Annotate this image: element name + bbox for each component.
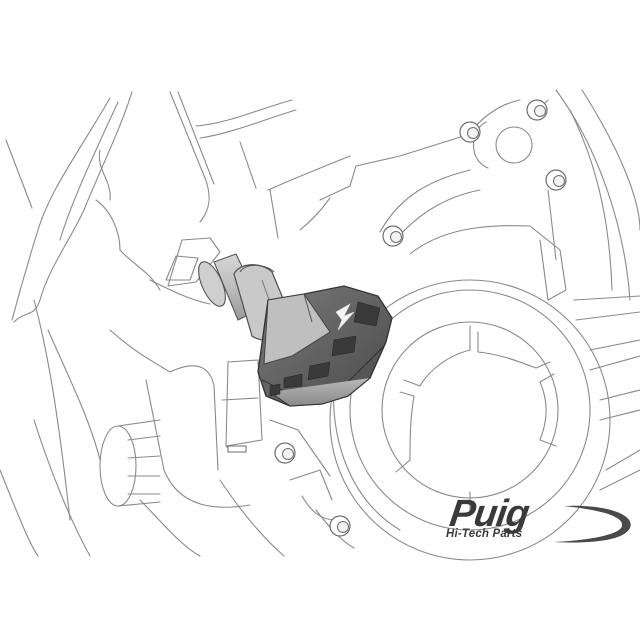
bolt-icon: [382, 225, 404, 247]
bolt-icon: [545, 169, 567, 191]
bolt-icon: [274, 442, 296, 464]
puig-logo: Puig Hi-Tech Parts: [444, 493, 636, 548]
vent-grilles: [269, 301, 381, 397]
bolt-emblem-icon: [335, 303, 355, 331]
logo-swoosh-icon: [554, 505, 631, 543]
bolt-icon: [329, 515, 351, 537]
slider-body: [257, 285, 393, 407]
bolt-icon: [526, 99, 548, 121]
brand-tagline: Hi-Tech Parts: [446, 528, 523, 540]
bolt-icon: [227, 445, 247, 453]
bolt-icon: [459, 121, 481, 143]
